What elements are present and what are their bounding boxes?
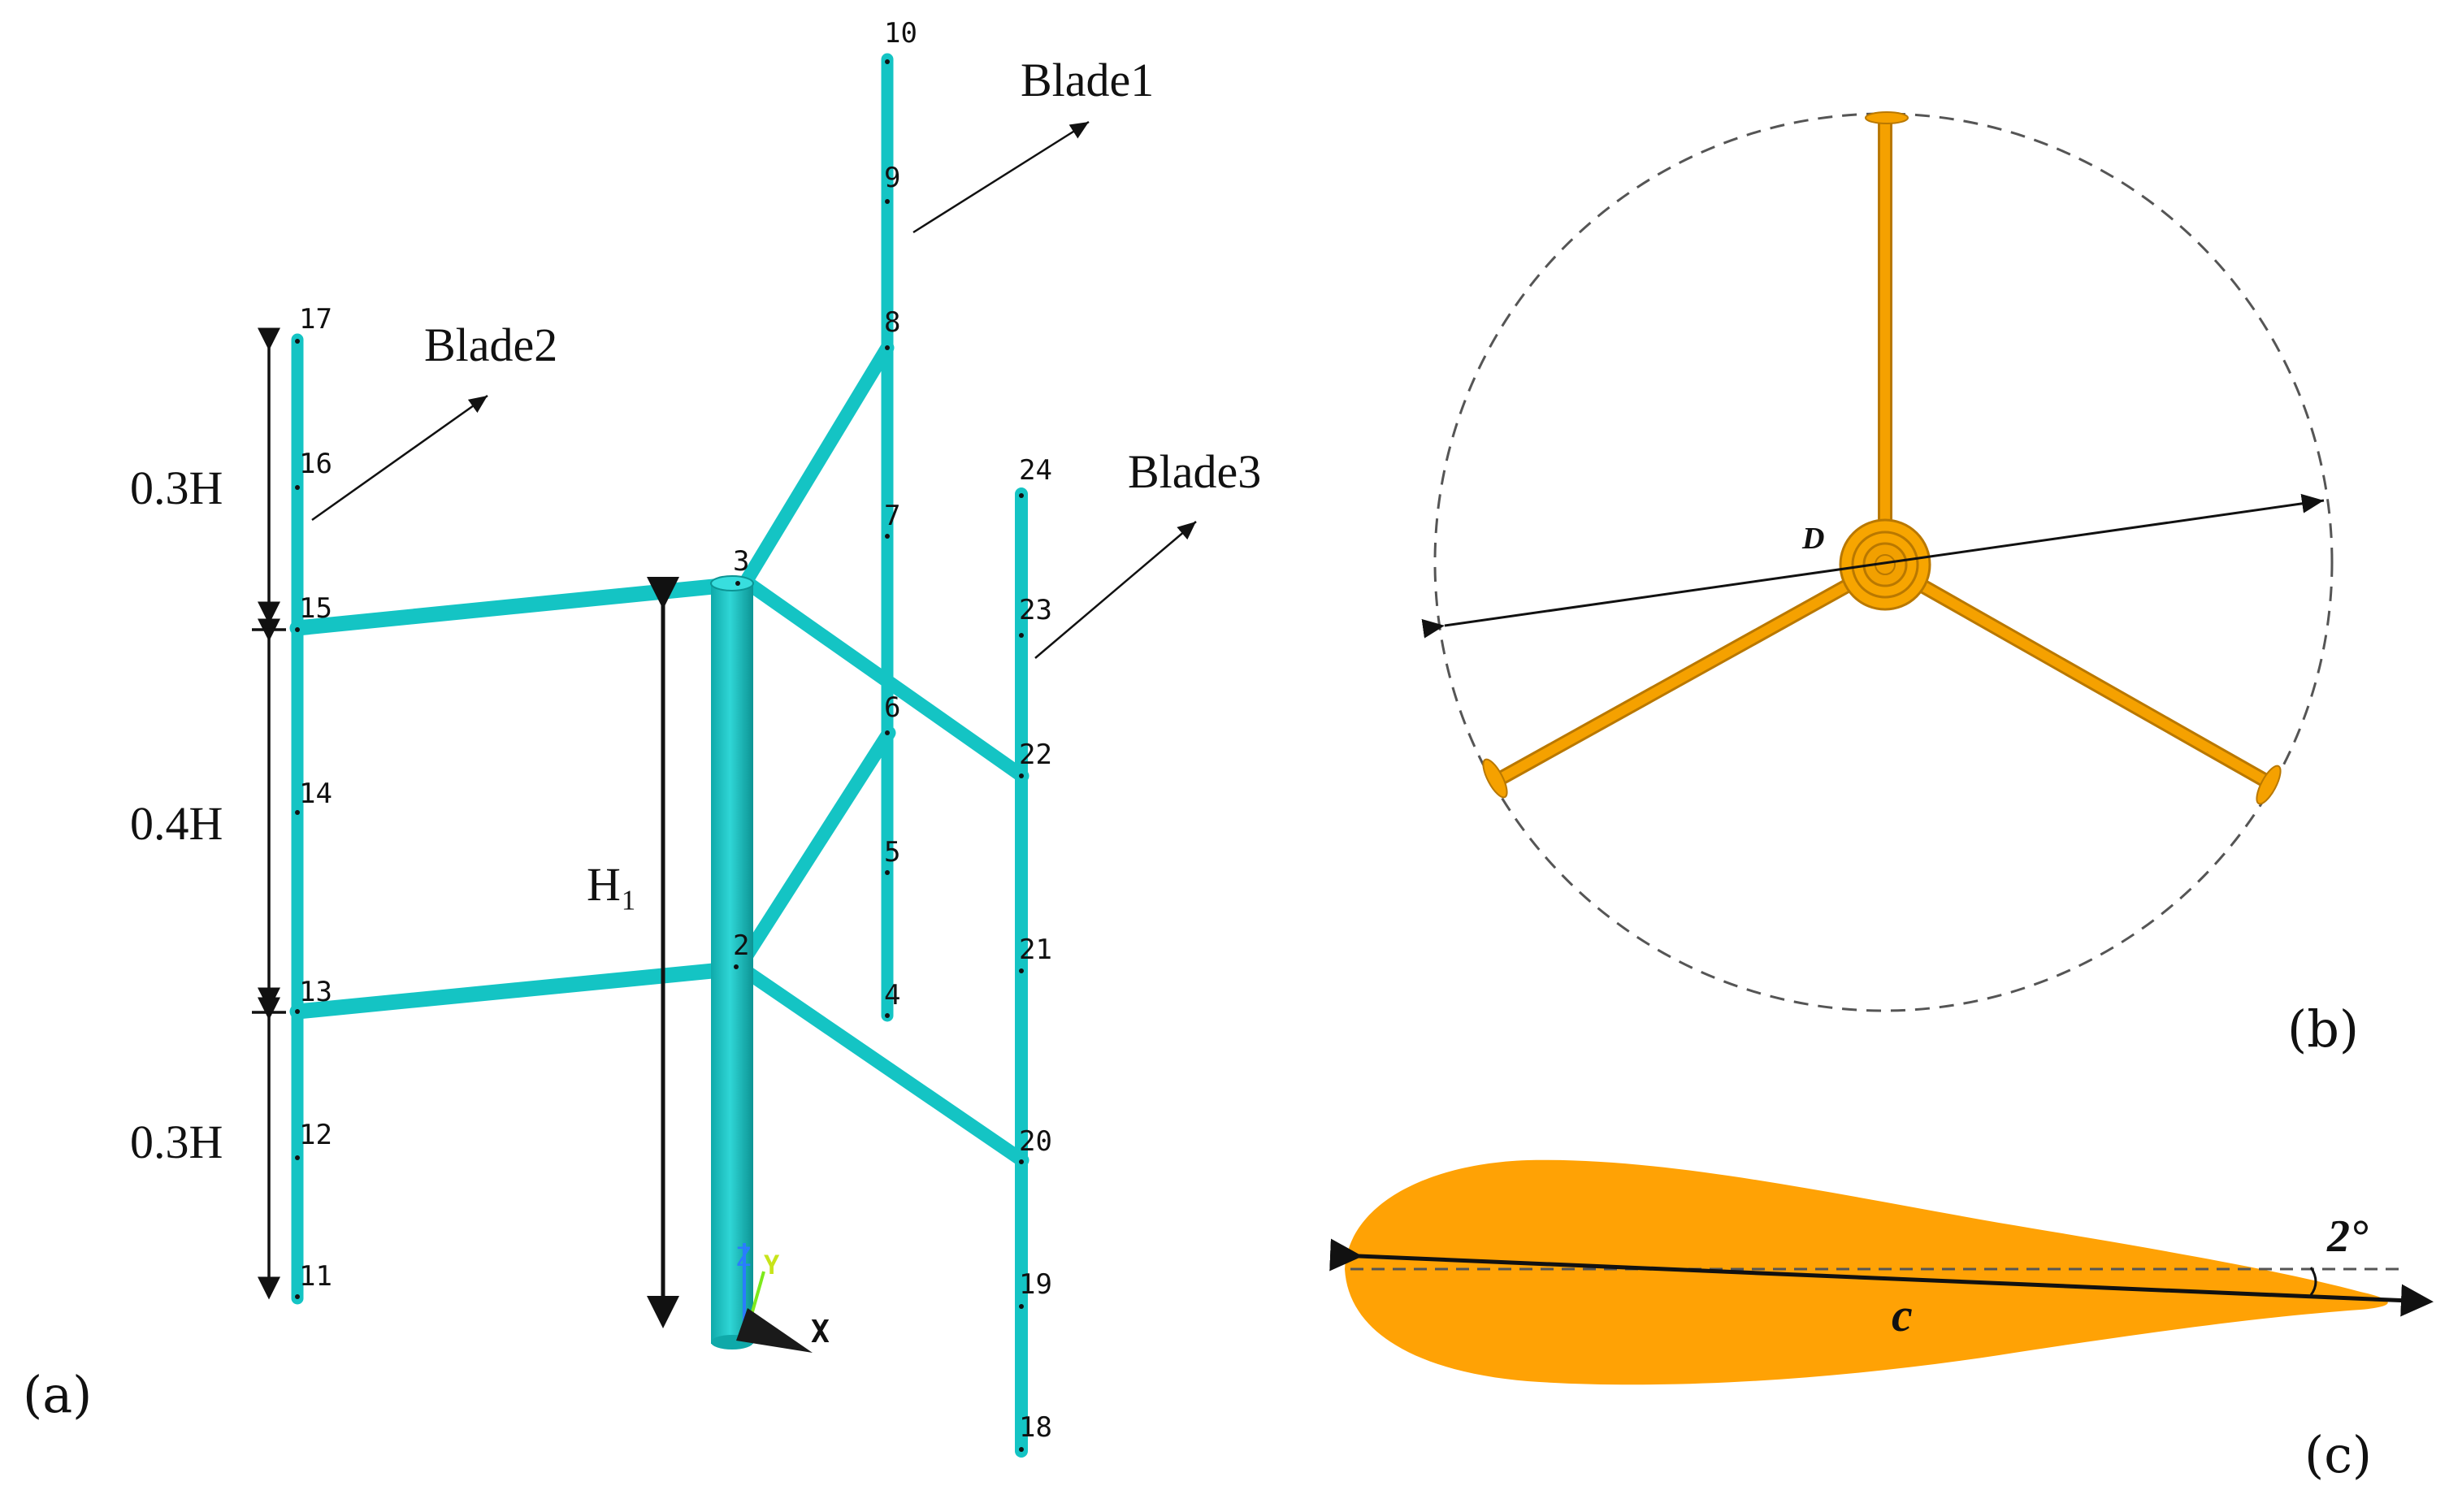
node-label: 12 — [299, 1119, 332, 1151]
panel-label-c: (c) — [2304, 1425, 2372, 1484]
panel-label-b: (b) — [2287, 999, 2359, 1059]
node-label: 11 — [299, 1260, 332, 1293]
blade2-label: Blade2 — [424, 318, 557, 371]
strut-2-6 — [732, 726, 896, 974]
node-label: 3 — [733, 545, 749, 578]
diameter-label: D — [1801, 522, 1824, 556]
node-label: 23 — [1019, 594, 1052, 626]
node-label: 16 — [299, 448, 332, 480]
node-label: 24 — [1019, 454, 1052, 487]
node-label: 20 — [1019, 1125, 1052, 1158]
central-shaft — [710, 575, 754, 1350]
airfoil-shape — [1345, 1159, 2388, 1385]
strut-2-20 — [732, 960, 1029, 1168]
node-label: 14 — [299, 778, 332, 810]
diameter-arrow — [1421, 493, 2325, 639]
blade-tips — [1482, 111, 2282, 805]
blade3-label: Blade3 — [1128, 445, 1261, 498]
dim-label-middle: 0.4H — [130, 797, 223, 850]
blade-tip-right — [2256, 765, 2282, 805]
rotor-hub — [1839, 518, 1931, 611]
top-view: D (b) — [1421, 111, 2359, 1059]
chord-line — [1329, 1238, 2434, 1317]
node-label: 6 — [884, 691, 900, 724]
node-label: 2 — [733, 929, 749, 962]
struts — [289, 340, 1029, 1168]
dim-label-bottom: 0.3H — [130, 1116, 223, 1168]
axis-z-label: Z — [735, 1241, 751, 1272]
rotor-circle — [1433, 112, 2334, 1012]
node-label: 10 — [884, 17, 917, 50]
shaft-height-label: H₁ — [587, 858, 637, 911]
node-label: 18 — [1019, 1411, 1052, 1444]
axis-y-label: Y — [764, 1250, 780, 1280]
strut-3-8 — [739, 340, 895, 589]
angle-label: 2° — [2326, 1211, 2369, 1262]
blade2-dimensions — [252, 327, 286, 1300]
strut-3-15 — [289, 575, 754, 636]
node-label: 8 — [884, 306, 900, 339]
panel-label-a: (a) — [23, 1365, 92, 1424]
blade-tip-left — [1482, 758, 1508, 799]
node-label: 17 — [299, 303, 332, 336]
node-dots — [295, 59, 1024, 1452]
node-label: 4 — [884, 979, 900, 1012]
blade1-pointer — [912, 120, 1090, 234]
structure-model: 2 3 4 5 6 7 8 9 10 11 12 13 14 15 16 17 … — [23, 17, 1261, 1458]
chord-label: c — [1892, 1289, 1913, 1341]
blade2-pointer — [311, 394, 488, 522]
node-label: 5 — [884, 836, 900, 869]
angle-arc — [2309, 1267, 2317, 1296]
node-label: 13 — [299, 976, 332, 1008]
node-labels: 2 3 4 5 6 7 8 9 10 11 12 13 14 15 16 17 … — [299, 17, 1052, 1444]
axis-x-label: X — [811, 1314, 830, 1350]
strut-2-13 — [289, 960, 746, 1020]
blade-callouts — [311, 120, 1197, 659]
blade3-pointer — [1034, 521, 1197, 659]
node-label: 9 — [884, 162, 900, 194]
node-label: 22 — [1019, 739, 1052, 771]
dim-label-top: 0.3H — [130, 461, 223, 514]
blade1-label: Blade1 — [1021, 54, 1154, 106]
node-label: 19 — [1019, 1268, 1052, 1301]
node-label: 21 — [1019, 934, 1052, 966]
rotor-arms — [1493, 115, 2274, 789]
airfoil-section: c 2° (c) — [1329, 1159, 2434, 1484]
blade-tip-top — [1865, 111, 1909, 124]
node-label: 7 — [884, 500, 900, 532]
node-label: 15 — [299, 592, 332, 625]
coordinate-triad: Z Y X — [735, 1241, 830, 1353]
